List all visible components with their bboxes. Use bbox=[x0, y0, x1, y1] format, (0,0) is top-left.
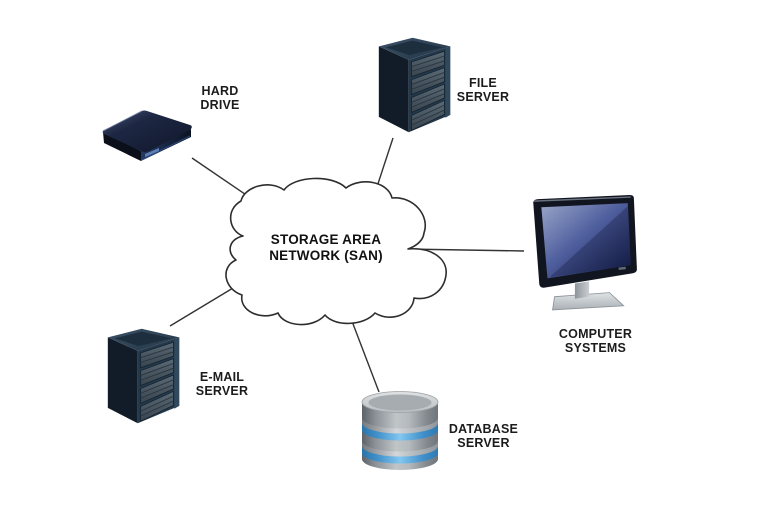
san-cloud bbox=[225, 177, 447, 326]
connection-line-e-mail-server bbox=[169, 281, 244, 327]
e-mail-server-label: E-MAIL SERVER bbox=[195, 370, 249, 398]
database-server-label: DATABASE SERVER bbox=[448, 422, 519, 450]
database-cylinder-icon bbox=[361, 391, 439, 470]
hard-drive-node bbox=[98, 104, 198, 164]
server-rack-icon bbox=[378, 37, 451, 133]
hard-drive-icon bbox=[102, 110, 192, 161]
computer-systems-node bbox=[520, 194, 642, 316]
file-server-label: FILE SERVER bbox=[456, 76, 510, 104]
server-rack-icon bbox=[107, 328, 180, 424]
computer-systems-label: COMPUTER SYSTEMS bbox=[558, 327, 633, 355]
e-mail-server-node bbox=[103, 324, 185, 427]
connection-line-database-server bbox=[349, 315, 380, 393]
san-cloud-label: STORAGE AREA NETWORK (SAN) bbox=[269, 232, 383, 263]
hard-drive-label: HARD DRIVE bbox=[200, 84, 240, 112]
database-server-node bbox=[355, 388, 445, 483]
file-server-node bbox=[374, 33, 456, 136]
desktop-monitor-icon bbox=[533, 195, 637, 311]
